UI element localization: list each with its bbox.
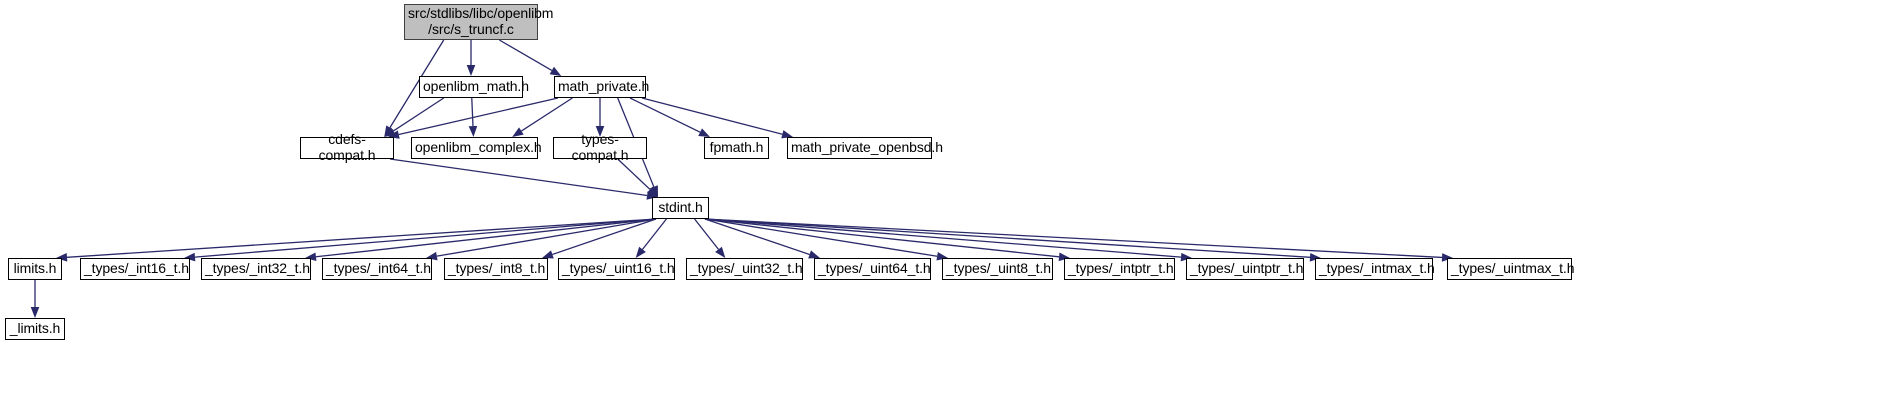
graph-node-openlibm_complex[interactable]: openlibm_complex.h (411, 137, 542, 159)
graph-edge-math_private-to-openlibm_complex (521, 97, 573, 132)
graph-arrowhead (647, 186, 658, 197)
graph-edge-stdint-to-uint8 (704, 218, 938, 257)
graph-edge-stdint-to-uintmax (704, 218, 1443, 259)
graph-edge-stdint-to-int32 (315, 218, 657, 258)
graph-node-label: math_private.h (558, 78, 650, 95)
graph-node-label: math_private_openbsd.h (791, 139, 943, 156)
graph-node-uint8[interactable]: _types/_uint8_t.h (942, 258, 1053, 280)
graph-edge-openlibm_math-to-openlibm_complex (471, 97, 474, 127)
graph-edge-stdint-to-int64 (436, 218, 657, 257)
graph-node-mp_openbsd[interactable]: math_private_openbsd.h (787, 137, 943, 159)
graph-node-cdefs_compat[interactable]: cdefs-compat.h (300, 131, 394, 163)
graph-node-uint64[interactable]: _types/_uint64_t.h (814, 258, 931, 280)
graph-edge-cdefs_compat-to-stdint (389, 158, 648, 197)
graph-node-uintmax[interactable]: _types/_uintmax_t.h (1447, 258, 1575, 280)
graph-node-label: _types/_uint8_t.h (946, 260, 1051, 277)
graph-node-math_private[interactable]: math_private.h (554, 76, 650, 98)
graph-node-label: _types/_uintmax_t.h (1451, 260, 1575, 277)
graph-node-fpmath[interactable]: fpmath.h (704, 137, 769, 159)
graph-arrowhead (468, 125, 478, 137)
graph-arrowhead (549, 66, 562, 76)
graph-arrowhead (512, 127, 524, 137)
graph-node-label: cdefs-compat.h (318, 131, 376, 163)
graph-edge-stdint-to-uintptr (704, 218, 1182, 258)
graph-node-int8[interactable]: _types/_int8_t.h (444, 258, 548, 280)
graph-node-label: _types/_uint16_t.h (562, 260, 675, 277)
graph-edge-stdint-to-int8 (552, 218, 657, 256)
graph-node-label: _types/_uint32_t.h (690, 260, 803, 277)
graph-edge-stdint-to-uint64 (704, 218, 810, 256)
graph-edge-stdint-to-limits (66, 218, 657, 258)
graph-node-label: _types/_int32_t.h (205, 260, 310, 277)
graph-edge-openlibm_math-to-cdefs_compat (393, 97, 445, 132)
graph-node-label: _types/_int64_t.h (326, 260, 431, 277)
graph-node-label: _types/_int8_t.h (448, 260, 546, 277)
graph-node-stdint[interactable]: stdint.h (652, 197, 709, 219)
graph-arrowhead (698, 128, 710, 137)
graph-node-label: fpmath.h (709, 139, 764, 156)
graph-edge-stdint-to-intmax (704, 218, 1311, 258)
graph-edge-math_private-to-fpmath (629, 97, 701, 133)
graph-edge-stdint-to-intptr (704, 218, 1060, 258)
graph-node-label: _types/_intptr_t.h (1068, 260, 1174, 277)
graph-node-uint16[interactable]: _types/_uint16_t.h (558, 258, 675, 280)
graph-edge-stdint-to-uint32 (694, 218, 720, 250)
graph-node-int16[interactable]: _types/_int16_t.h (80, 258, 190, 280)
graph-edge-root-to-math_private (499, 39, 553, 72)
graph-node-openlibm_math[interactable]: openlibm_math.h (419, 76, 529, 98)
graph-node-types_compat[interactable]: types-compat.h (553, 131, 647, 163)
graph-arrowhead (715, 246, 726, 258)
graph-node-label: _types/_uint64_t.h (818, 260, 931, 277)
graph-node-label: _limits.h (9, 320, 61, 337)
graph-arrowhead (635, 246, 646, 258)
graph-node-label: openlibm_complex.h (415, 139, 542, 156)
graph-node-label: src/stdlibs/libc/openlibm /src/s_truncf.… (408, 5, 554, 37)
graph-node-limits[interactable]: limits.h (8, 258, 62, 280)
graph-node-label: limits.h (13, 260, 57, 277)
graph-node-int64[interactable]: _types/_int64_t.h (322, 258, 432, 280)
graph-arrowhead (466, 65, 476, 76)
graph-node-intmax[interactable]: _types/_intmax_t.h (1315, 258, 1435, 280)
graph-node-_limits[interactable]: _limits.h (5, 318, 65, 340)
graph-edge-math_private-to-cdefs_compat (398, 97, 559, 136)
graph-node-uintptr[interactable]: _types/_uintptr_t.h (1186, 258, 1304, 280)
graph-edge-stdint-to-int16 (194, 218, 657, 258)
graph-node-label: openlibm_math.h (423, 78, 529, 95)
graph-node-root[interactable]: src/stdlibs/libc/openlibm /src/s_truncf.… (404, 4, 554, 40)
graph-node-intptr[interactable]: _types/_intptr_t.h (1064, 258, 1175, 280)
graph-node-label: _types/_uintptr_t.h (1190, 260, 1304, 277)
graph-edge-stdint-to-uint16 (641, 218, 667, 250)
graph-arrowhead (649, 185, 658, 197)
graph-node-label: _types/_intmax_t.h (1319, 260, 1435, 277)
graph-node-int32[interactable]: _types/_int32_t.h (201, 258, 311, 280)
graph-edge-math_private-to-mp_openbsd (641, 97, 783, 135)
graph-node-label: _types/_int16_t.h (84, 260, 189, 277)
graph-node-uint32[interactable]: _types/_uint32_t.h (686, 258, 803, 280)
graph-node-label: types-compat.h (571, 131, 629, 163)
graph-arrowhead (30, 307, 40, 318)
graph-node-label: stdint.h (658, 199, 703, 216)
